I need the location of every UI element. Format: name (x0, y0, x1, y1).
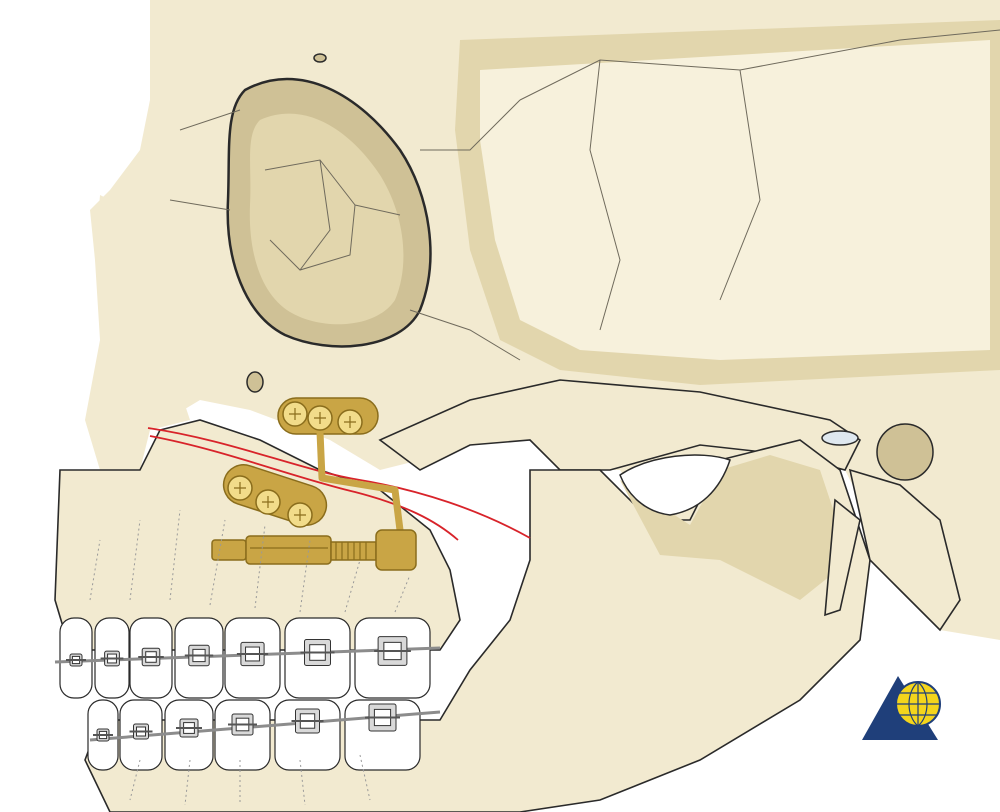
distraction-device (211, 397, 417, 571)
bracket (228, 713, 257, 736)
lower-tooth (274, 699, 341, 771)
orbit-suture (264, 159, 401, 271)
bracket (184, 644, 214, 667)
bracket (138, 647, 164, 667)
bracket (300, 639, 335, 666)
tooth-roots (89, 509, 411, 806)
mandibular-notch (619, 454, 731, 516)
cranial-sutures (169, 29, 1000, 361)
bracket (291, 708, 324, 734)
mandible-ramus-shadow (620, 455, 850, 600)
bracket (236, 641, 269, 667)
infraorbital-foramen (246, 371, 264, 393)
supraorbital-foramen (313, 53, 327, 63)
bracket (66, 653, 86, 667)
osteotomy-line-upper (147, 427, 531, 539)
orthodontic-brackets (66, 636, 411, 742)
mastoid-process (848, 468, 961, 632)
joint-space (821, 430, 859, 446)
bracket (365, 703, 400, 732)
ao-foundation-logo (862, 676, 941, 740)
osteotomy-line-lower (149, 435, 459, 541)
bracket (129, 723, 153, 740)
dentition (54, 617, 441, 771)
condyle (876, 423, 934, 481)
orbit-inner (249, 113, 404, 325)
distractor-rod (211, 529, 417, 571)
bracket (100, 650, 124, 667)
device-arm (316, 431, 404, 531)
lower-footplate (222, 464, 328, 528)
bracket (93, 728, 113, 742)
upper-footplate (277, 397, 379, 435)
nasal-bone (85, 195, 190, 470)
logo-globe-grid (896, 681, 940, 727)
styloid-process (824, 498, 861, 617)
bracket (374, 636, 411, 666)
bracket (176, 718, 202, 738)
temporal-highlight (480, 40, 990, 360)
